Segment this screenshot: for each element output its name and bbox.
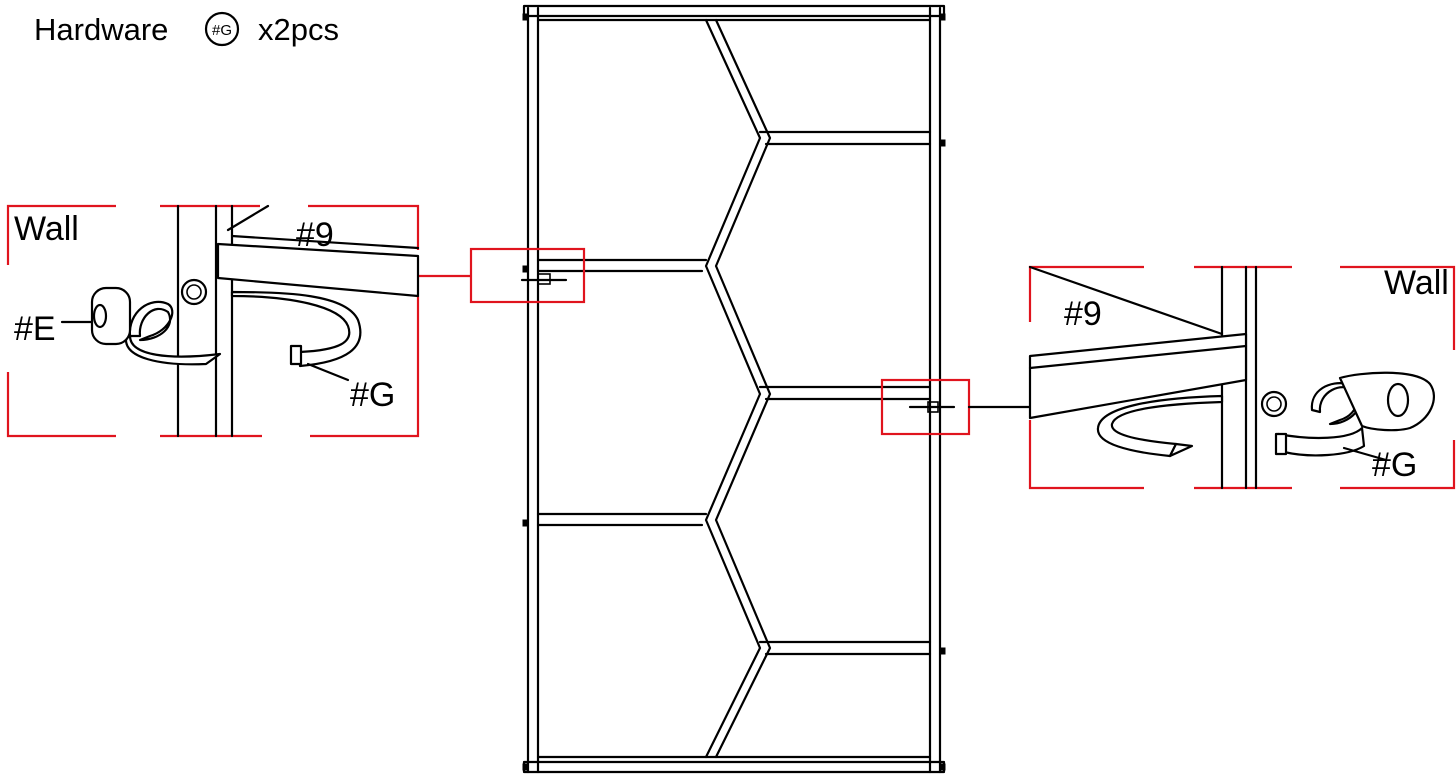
left-detail: Wall #9 #E #G: [6, 204, 420, 438]
left-strap-label: #G: [350, 376, 395, 414]
left-wall-label: Wall: [14, 210, 79, 248]
hardware-badge-label: #G: [212, 22, 232, 39]
right-strap-label: #G: [1372, 446, 1417, 484]
hardware-badge-circle: [204, 11, 240, 47]
left-part-label: #9: [296, 216, 334, 254]
right-detail: Wall #9 #G: [1028, 264, 1456, 490]
hardware-header: Hardware #G x2pcs: [34, 11, 339, 47]
hardware-quantity: x2pcs: [258, 12, 339, 47]
right-wall-label: Wall: [1384, 264, 1449, 302]
hardware-prefix: Hardware: [34, 12, 168, 47]
shelf-frame: [520, 4, 956, 774]
left-bracket-label: #E: [14, 310, 56, 348]
right-part-label: #9: [1064, 295, 1102, 333]
